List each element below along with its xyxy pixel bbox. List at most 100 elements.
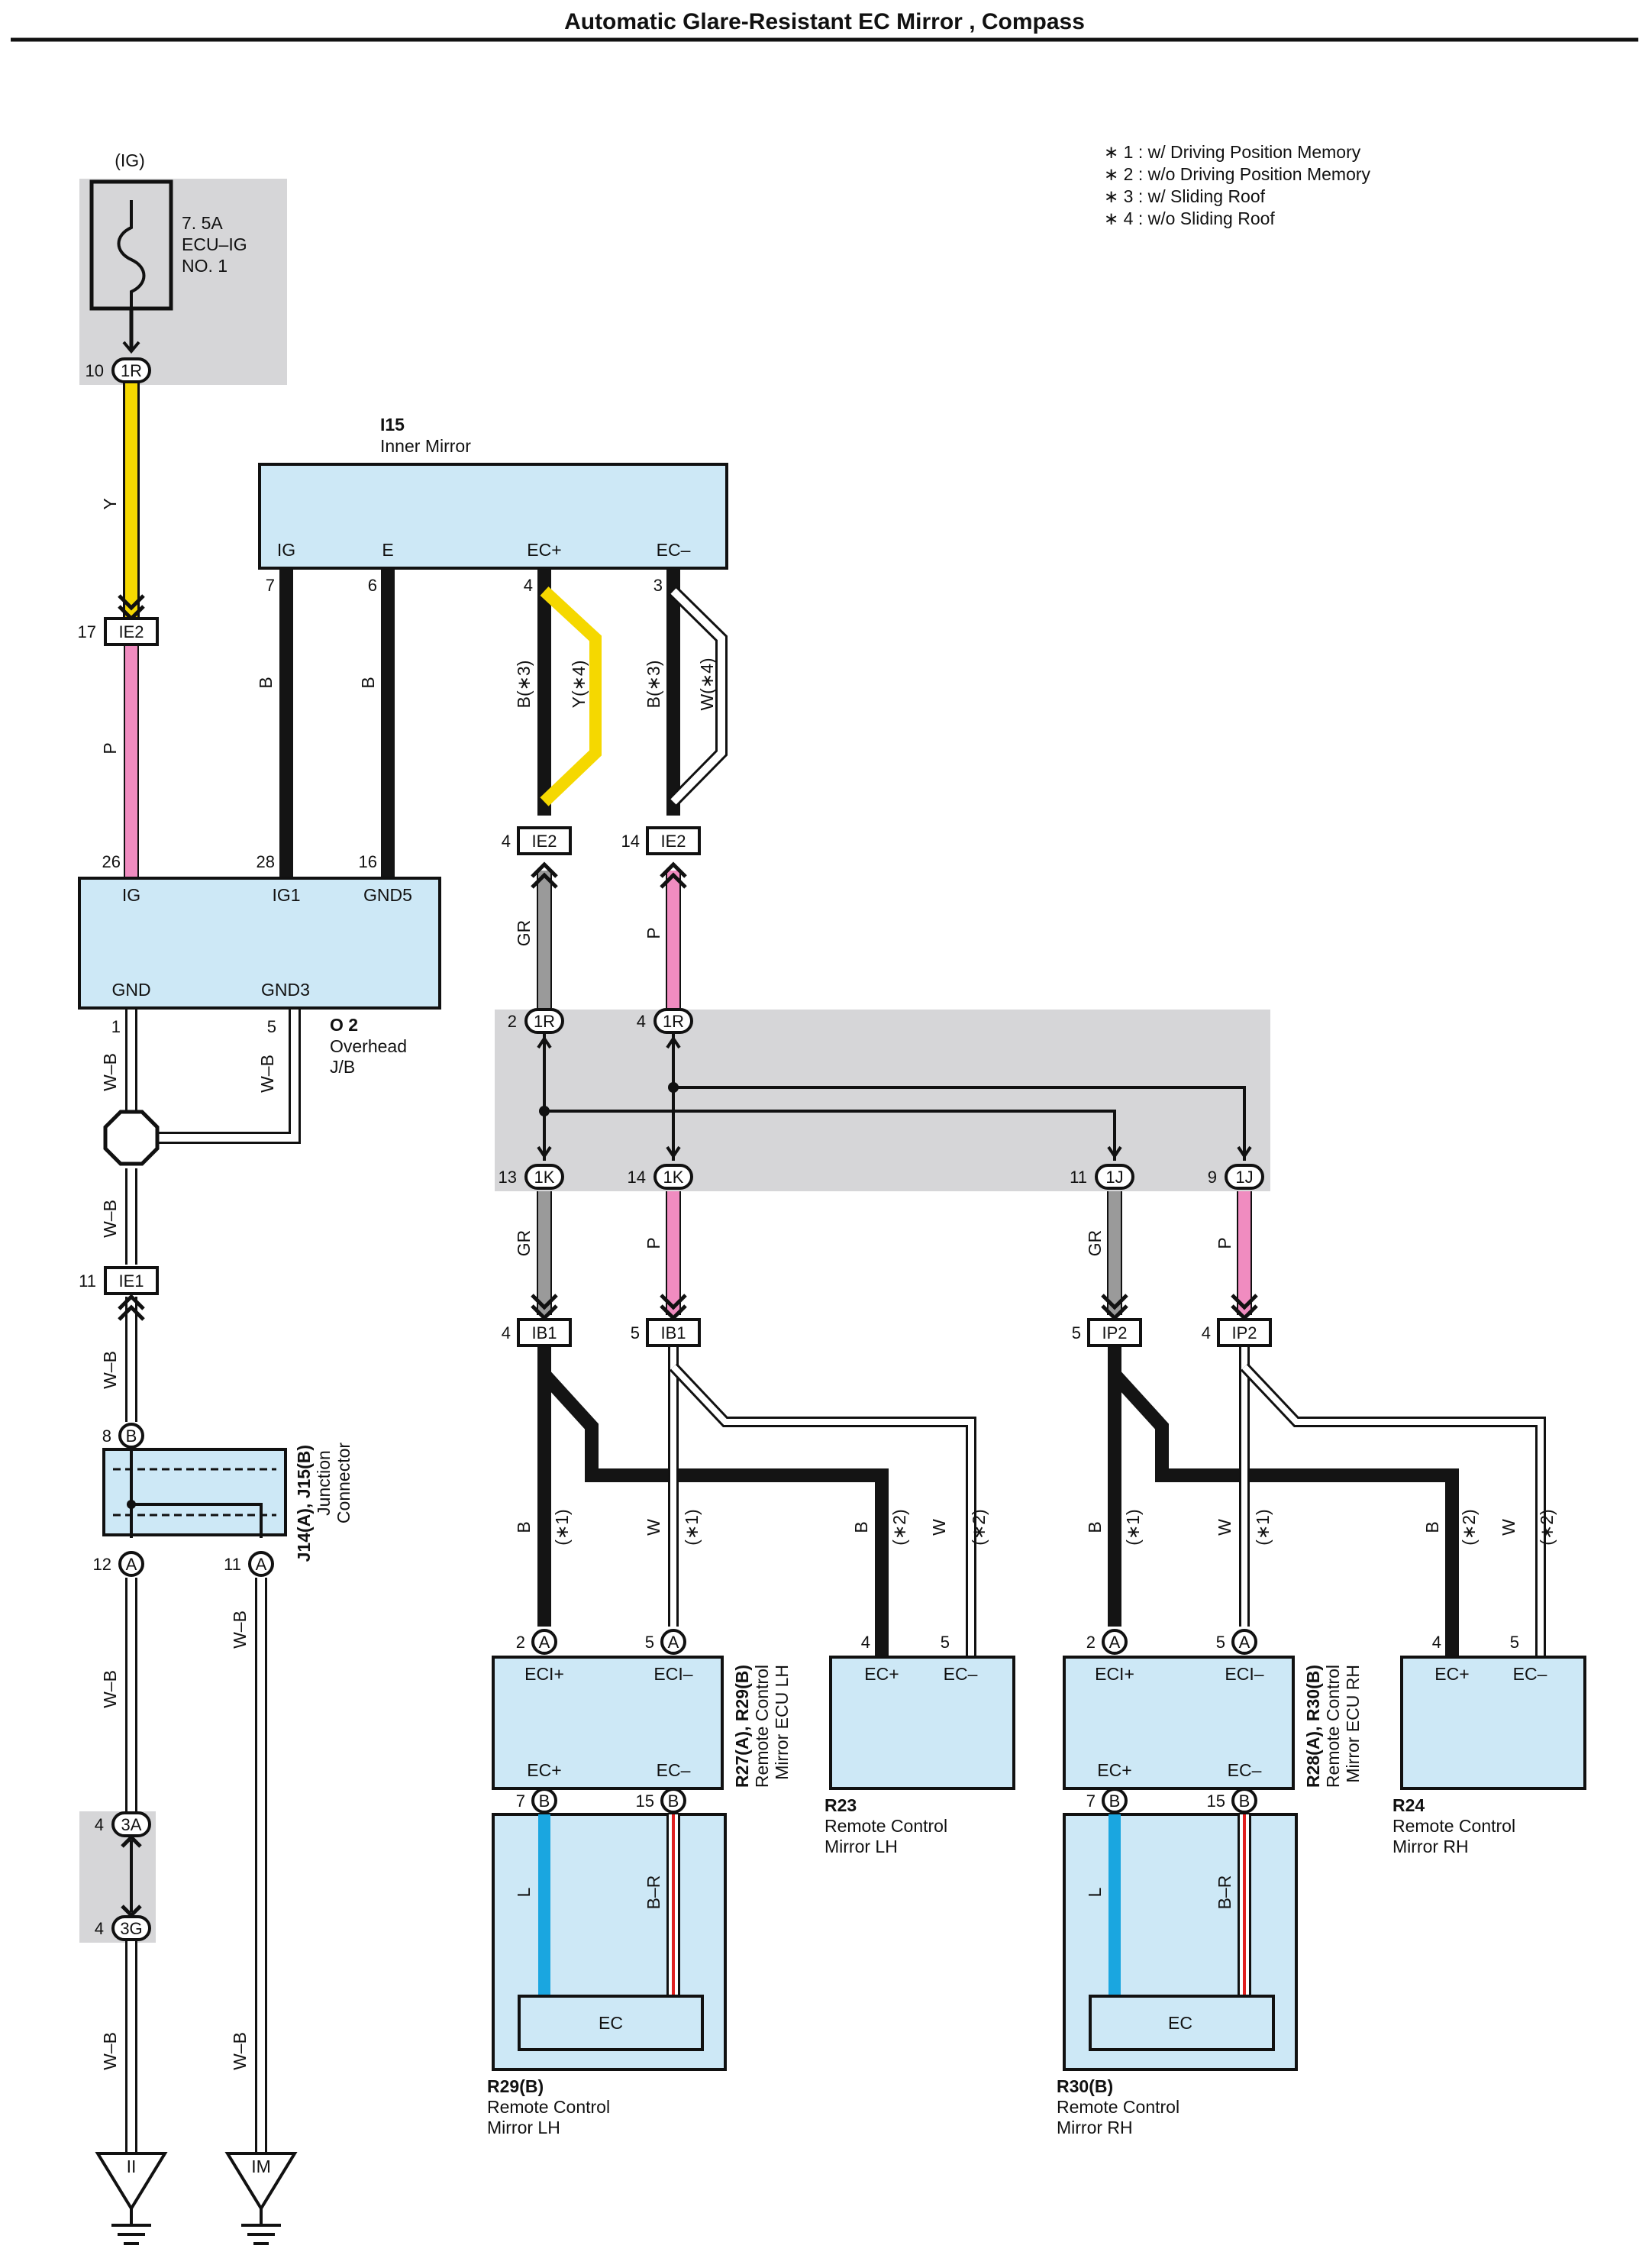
wire-label: P bbox=[644, 1237, 663, 1249]
ecu-lh-name1: Remote Control bbox=[752, 1665, 772, 1788]
o2-name1: Overhead bbox=[330, 1036, 407, 1056]
note-1: ∗ 1 : w/ Driving Position Memory bbox=[1104, 142, 1361, 162]
wire-label: W–B bbox=[230, 1611, 250, 1649]
o2-num: 28 bbox=[257, 852, 275, 871]
component-ecu-lh: ECI+ ECI– EC+ EC– R27(A), R29(B) Remote … bbox=[492, 1656, 792, 1790]
i15-pin-e: E bbox=[382, 540, 393, 560]
wire-label: B bbox=[1422, 1521, 1442, 1533]
pin-number: 7 bbox=[1086, 1791, 1096, 1811]
jb-internal-wiring bbox=[537, 1032, 1252, 1161]
r24-code: R24 bbox=[1392, 1795, 1425, 1815]
wire-label: W bbox=[644, 1519, 663, 1536]
pin-letter: A bbox=[668, 1633, 679, 1652]
ecu-lh-code: R27(A), R29(B) bbox=[732, 1665, 752, 1788]
ground-junction-icon bbox=[103, 1110, 160, 1166]
conn-pin: 17 bbox=[78, 622, 96, 641]
ecu-lh-pin: EC+ bbox=[527, 1760, 561, 1780]
conn-ie2-17: IE2 17 bbox=[78, 617, 159, 646]
conn-ip2-4: IP2 4 bbox=[1202, 1318, 1272, 1347]
wire-ec-plus-y bbox=[540, 586, 602, 806]
wire-label: Y(∗4) bbox=[569, 661, 589, 709]
wire-label: B bbox=[358, 677, 378, 688]
wire-ec-minus-w bbox=[670, 588, 725, 805]
o2-name2: J/B bbox=[330, 1057, 355, 1077]
conn-ie2-4: IE2 4 bbox=[502, 826, 572, 855]
r24-name2: Mirror RH bbox=[1392, 1837, 1469, 1856]
pin-ecu-rh: A 2 A 5 B 7 B 15 bbox=[1086, 1629, 1257, 1814]
pin-junction-right: A 11 bbox=[224, 1551, 274, 1577]
pin-letter: A bbox=[126, 1555, 137, 1574]
wire-label: W–B bbox=[100, 1670, 120, 1708]
o2-pin-gnd5: GND5 bbox=[363, 885, 412, 905]
wire-label: B bbox=[1085, 1521, 1105, 1533]
conn-pin: 5 bbox=[1072, 1323, 1081, 1342]
ecu-rh-pin: ECI+ bbox=[1095, 1664, 1134, 1684]
i15-name: Inner Mirror bbox=[380, 436, 471, 456]
conn-label: 1J bbox=[1105, 1168, 1123, 1187]
wire-label: W–B bbox=[100, 1351, 120, 1389]
conn-pin: 13 bbox=[499, 1168, 517, 1187]
conn-pin: 9 bbox=[1208, 1168, 1217, 1187]
wire-label: L bbox=[514, 1887, 534, 1897]
conn-1k-14: 1K 14 bbox=[628, 1164, 693, 1190]
conn-pin: 4 bbox=[637, 1012, 646, 1031]
component-r29: EC R29(B) Remote Control Mirror LH bbox=[487, 1813, 727, 2137]
r30-name2: Mirror RH bbox=[1057, 2118, 1133, 2137]
wire-b-r23 bbox=[537, 1346, 889, 1657]
ecu-lh-pin: ECI– bbox=[653, 1664, 692, 1684]
conn-pin: 14 bbox=[621, 832, 640, 851]
pin-junction-left: A 12 bbox=[93, 1551, 144, 1577]
junction-box bbox=[102, 1448, 287, 1536]
note-4: ∗ 4 : w/o Sliding Roof bbox=[1104, 208, 1275, 228]
fuse-number: NO. 1 bbox=[182, 256, 228, 276]
conn-label: 1J bbox=[1235, 1168, 1253, 1187]
r23-name1: Remote Control bbox=[824, 1816, 947, 1836]
pin-ecu-lh: A 2 A 5 B 7 B 15 bbox=[516, 1629, 686, 1814]
r24-box bbox=[1400, 1656, 1586, 1790]
wire-labels: Y P B B B(∗3) Y(∗4) B(∗3) W(∗4) GR P W–B… bbox=[100, 498, 1557, 2070]
wire-b-r24 bbox=[1108, 1346, 1459, 1657]
conn-pin: 14 bbox=[628, 1168, 646, 1187]
fuse-source-label: (IG) bbox=[115, 150, 145, 170]
splice-dot bbox=[539, 1106, 550, 1116]
i15-num: 4 bbox=[524, 576, 533, 595]
o2-pin-gnd: GND bbox=[111, 980, 150, 1000]
pin-letter: B bbox=[1239, 1791, 1250, 1811]
pin-number: 2 bbox=[1086, 1633, 1096, 1652]
conn-ie1: IE1 11 bbox=[79, 1266, 159, 1295]
wire-label: B–R bbox=[1215, 1875, 1234, 1910]
fuse-junction-block bbox=[79, 179, 287, 385]
ecu-rh-code: R28(A), R30(B) bbox=[1303, 1665, 1323, 1788]
conn-ie2-14: IE2 14 bbox=[621, 826, 701, 855]
wire-label: Y bbox=[100, 498, 120, 509]
i15-pin-ig: IG bbox=[277, 540, 295, 560]
o2-code: O 2 bbox=[330, 1015, 358, 1035]
o2-num: 5 bbox=[267, 1017, 276, 1036]
i15-box bbox=[258, 463, 728, 570]
wire-label: W bbox=[1499, 1519, 1518, 1536]
wire-label: (∗2) bbox=[1537, 1509, 1557, 1545]
conn-label: 1R bbox=[663, 1012, 684, 1031]
wire-label: P bbox=[1215, 1237, 1234, 1249]
i15-pin-ec-minus: EC– bbox=[657, 540, 691, 560]
ecu-rh-name1: Remote Control bbox=[1323, 1665, 1343, 1788]
note-2: ∗ 2 : w/o Driving Position Memory bbox=[1104, 164, 1371, 184]
pin-number: 5 bbox=[645, 1633, 654, 1652]
component-r23: EC+ EC– 4 5 R23 Remote Control Mirror LH bbox=[824, 1633, 1015, 1856]
pin-number: 15 bbox=[636, 1791, 654, 1811]
component-o2-overhead-jb: IG IG1 GND5 26 28 16 GND GND3 1 5 O 2 Ov… bbox=[78, 852, 441, 1077]
o2-num: 16 bbox=[359, 852, 377, 871]
r29-name1: Remote Control bbox=[487, 2097, 610, 2117]
wire-label: B(∗3) bbox=[644, 661, 663, 709]
wire-label: GR bbox=[514, 1230, 534, 1257]
conn-pin: 4 bbox=[502, 1323, 511, 1342]
wire-label: B bbox=[851, 1521, 871, 1533]
component-r24: EC+ EC– 4 5 R24 Remote Control Mirror RH bbox=[1392, 1633, 1586, 1856]
ground-ii-label: II bbox=[127, 2157, 137, 2176]
pin-letter: B bbox=[1109, 1791, 1121, 1811]
ecu-lh-pin: ECI+ bbox=[524, 1664, 564, 1684]
conn-label: 1R bbox=[121, 361, 142, 380]
pin-letter: B bbox=[539, 1791, 550, 1811]
conn-pin: 4 bbox=[95, 1919, 104, 1938]
conn-pin: 4 bbox=[95, 1815, 104, 1834]
